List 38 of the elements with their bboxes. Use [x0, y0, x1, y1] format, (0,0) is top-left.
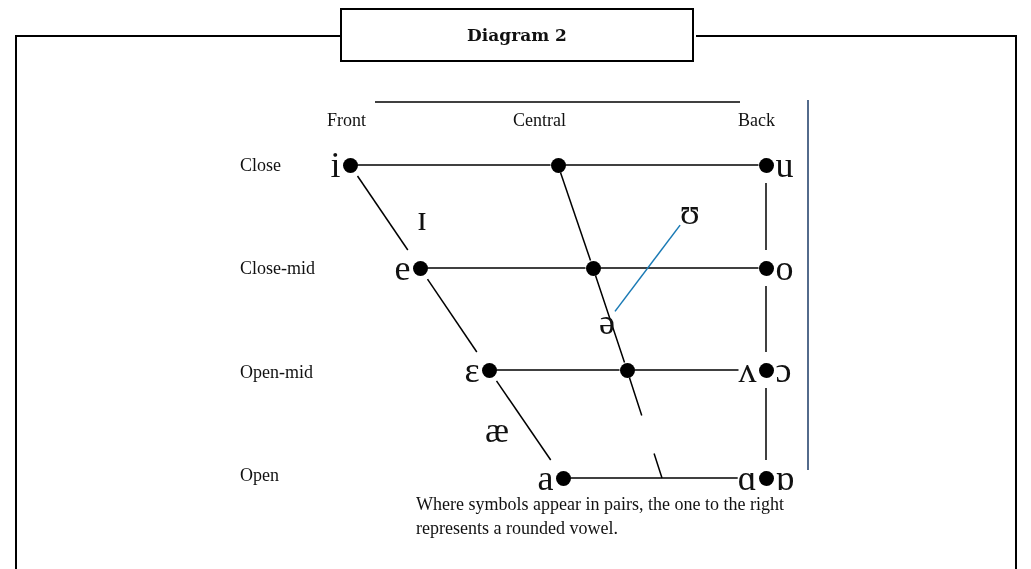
vowel-symbol: u	[775, 147, 794, 183]
chart-line	[569, 477, 739, 479]
leader-line	[614, 224, 681, 313]
chart-line	[765, 285, 767, 353]
axis-label: Front	[327, 110, 366, 131]
vowel-symbol: ɒ	[775, 460, 795, 496]
chart-line	[564, 164, 760, 166]
caption: Where symbols appear in pairs, the one to the right represents a rounded vowel.	[416, 493, 785, 540]
title-tab: Diagram 2	[340, 8, 694, 62]
axis-label: Central	[513, 110, 566, 131]
axis-label: Close	[240, 155, 281, 176]
axis-label: Open-mid	[240, 362, 313, 383]
chart-line	[495, 380, 552, 461]
vowel-symbol: ɪ	[417, 200, 427, 236]
chart-line	[765, 182, 767, 251]
vowel-symbol: e	[394, 250, 411, 286]
chart-line	[633, 369, 740, 371]
axis-label: Close-mid	[240, 258, 315, 279]
vowel-symbol: ɛ	[464, 352, 480, 388]
chart-line	[426, 278, 478, 353]
chart-line	[559, 171, 592, 262]
chart-line	[599, 267, 760, 269]
vowel-symbol: a	[537, 460, 554, 496]
vowel-symbol: i	[330, 147, 341, 183]
vowel-symbol: ʌ	[738, 352, 757, 388]
chart-line	[765, 387, 767, 461]
chart-line	[356, 164, 552, 166]
vowel-symbol: ʊ	[680, 194, 700, 230]
chart-line	[628, 376, 663, 479]
chart-line	[356, 175, 409, 251]
axis-label: Open	[240, 465, 279, 486]
vowel-symbol: o	[775, 250, 794, 286]
axis-label: Back	[738, 110, 775, 131]
chart-line	[495, 369, 621, 371]
vowel-symbol: ɑ	[737, 460, 757, 496]
vowel-symbol: æ	[485, 412, 509, 448]
vowel-symbol: ɔ	[775, 352, 792, 388]
chart-line	[426, 267, 587, 269]
